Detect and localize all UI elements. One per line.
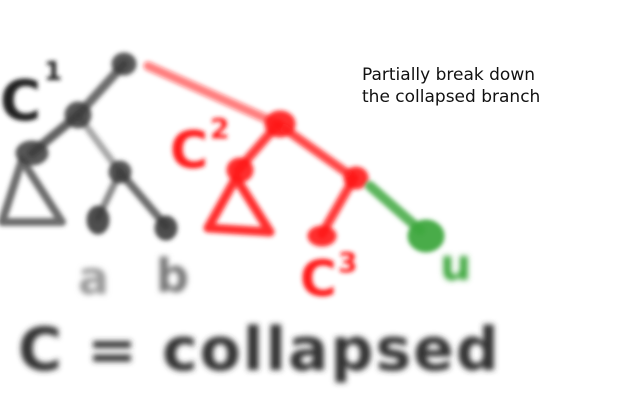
bottom-legend: C = collapsed	[18, 315, 501, 385]
label-leaf-b: b	[156, 249, 189, 303]
collapsed-triangle-left	[0, 156, 66, 226]
node-c3	[307, 225, 337, 247]
green-branch	[365, 181, 445, 253]
label-c3-sup: 3	[338, 246, 357, 279]
node-right	[264, 110, 296, 138]
node-ll	[15, 140, 49, 166]
edge-rr-c3	[317, 173, 359, 239]
node-lr	[108, 160, 132, 184]
node-c2	[226, 157, 254, 183]
edge-lr-b	[116, 168, 170, 230]
edge-rr-u	[365, 181, 425, 235]
label-c2-letter: C	[170, 121, 208, 181]
node-b	[154, 215, 178, 241]
edge-root-right	[143, 61, 283, 129]
node-a	[86, 205, 110, 235]
node-left	[64, 101, 92, 129]
caption-text: Partially break down the collapsed branc…	[362, 65, 541, 107]
collapsed-triangle-right	[203, 173, 275, 237]
node-root	[111, 52, 137, 76]
label-c1: C 1	[0, 57, 62, 134]
label-c3-letter: C	[300, 250, 337, 308]
leaf-labels: a b u	[78, 240, 471, 305]
gray-branch	[0, 52, 178, 241]
label-c2-sup: 2	[210, 112, 229, 145]
label-c1-sup: 1	[44, 57, 62, 87]
label-c2: C 2	[170, 112, 229, 181]
label-leaf-a: a	[78, 251, 109, 305]
node-rr	[343, 166, 369, 190]
label-leaf-u: u	[440, 240, 471, 291]
red-branch	[143, 61, 369, 247]
node-u	[407, 219, 445, 253]
legend-text: C = collapsed	[18, 315, 501, 385]
label-c3: C 3	[300, 246, 357, 308]
label-c1-letter: C	[0, 69, 41, 134]
